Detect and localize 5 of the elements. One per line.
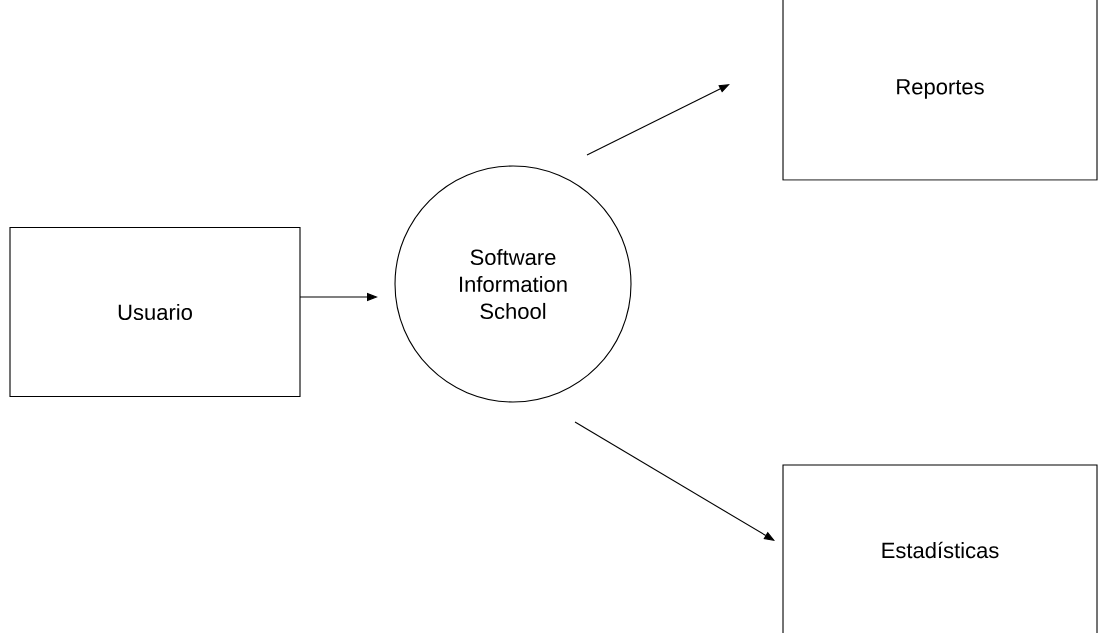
arrow [574,421,775,541]
entity-box: Estadísticas [782,464,1098,633]
arrow [586,84,730,156]
entity-box: Reportes [782,0,1098,181]
entity-box: Usuario [9,226,301,398]
